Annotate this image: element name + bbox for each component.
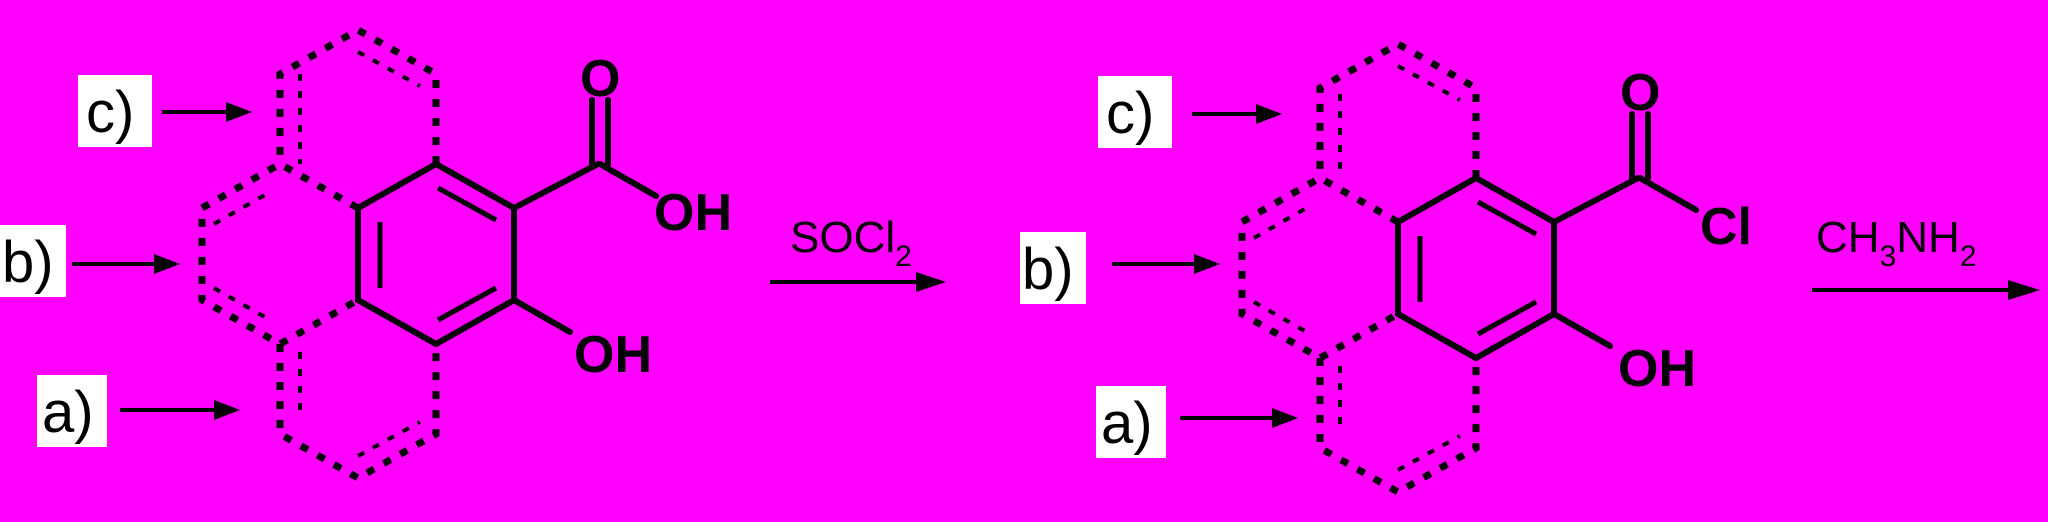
- reagent-2: CH3NH2: [1816, 213, 1977, 273]
- reaction-arrow-2: CH3NH2: [1812, 213, 2040, 300]
- acyl-chloride-group: O Cl: [1551, 64, 1752, 256]
- structure-hydroxy-acid: c) b) a): [0, 25, 732, 483]
- phenol-hydroxyl-2: OH: [1618, 340, 1696, 398]
- fused-ring-b-2: [1238, 173, 1400, 363]
- pointer-arrow-a: [120, 400, 240, 420]
- phenol-group-2: OH: [1551, 311, 1696, 398]
- position-label-c: c): [78, 75, 152, 147]
- carbonyl-oxygen-2: O: [1620, 64, 1660, 122]
- label-b-text-2: b): [1022, 237, 1074, 302]
- position-label-b-2: b): [1020, 232, 1086, 304]
- fused-ring-c: [276, 25, 440, 164]
- label-b-text: b): [2, 230, 54, 295]
- fused-ring-a: [276, 344, 440, 483]
- label-a-text: a): [42, 380, 94, 445]
- phenol-group: OH: [511, 297, 652, 384]
- pointer-arrow-c: [162, 102, 252, 122]
- carbonyl-oxygen: O: [580, 50, 620, 108]
- pointer-arrow-b: [72, 254, 180, 274]
- label-c-text-2: c): [1106, 81, 1154, 146]
- label-c-text: c): [86, 80, 134, 145]
- reaction-arrow-1: SOCl2: [770, 213, 946, 292]
- chlorine-atom: Cl: [1700, 198, 1752, 256]
- phenol-hydroxyl: OH: [574, 326, 652, 384]
- position-label-b: b): [0, 225, 66, 297]
- structure-acid-chloride: c) b) a): [1020, 39, 1752, 497]
- benzene-ring-2: [1395, 174, 1557, 362]
- benzene-ring: [355, 160, 517, 348]
- position-label-c-2: c): [1098, 76, 1172, 148]
- fused-ring-c-2: [1316, 39, 1480, 178]
- position-label-a: a): [37, 375, 107, 447]
- reagent-1: SOCl2: [790, 213, 912, 273]
- pointer-arrow-c-2: [1192, 104, 1282, 124]
- position-label-a-2: a): [1096, 386, 1166, 458]
- pointer-arrow-b-2: [1112, 254, 1220, 274]
- pointer-arrow-a-2: [1180, 408, 1298, 428]
- acid-hydroxyl: OH: [654, 184, 732, 242]
- fused-ring-a-2: [1316, 358, 1480, 497]
- carboxyl-group: O OH: [511, 50, 732, 242]
- fused-ring-b: [198, 159, 360, 349]
- label-a-text-2: a): [1101, 391, 1153, 456]
